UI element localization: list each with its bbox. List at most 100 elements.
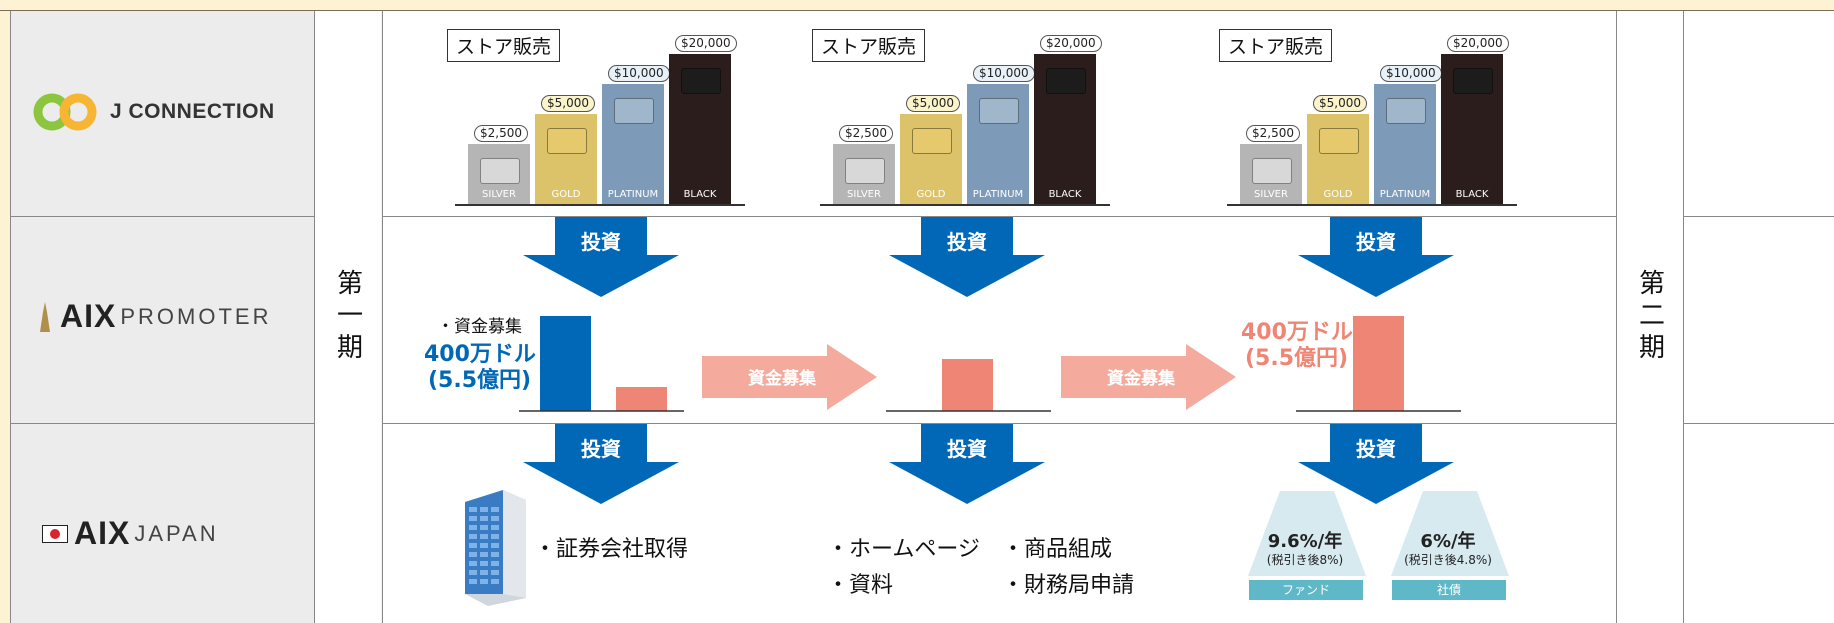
bond-rate: 6%/年 (1420, 531, 1476, 552)
bond-label: 社債 (1392, 580, 1506, 600)
tier-label: BLACK (1048, 189, 1082, 200)
grid-vline (1683, 11, 1684, 623)
promoter-bar-raised (540, 316, 591, 411)
aix-promoter-suffix: PROMOTER (120, 303, 272, 329)
tier-label: PLATINUM (972, 189, 1024, 200)
tier-price: $2,500 (839, 125, 893, 142)
top-border (0, 10, 1834, 11)
store-sales-tag: ストア販売 (812, 29, 926, 62)
fundraise-arrow (1061, 344, 1236, 410)
membership-card-icon (681, 68, 721, 94)
membership-card-icon (979, 98, 1019, 124)
col2-item-materials: ・資料 (827, 573, 894, 598)
tier-label: GOLD (1323, 189, 1353, 200)
tier-label: BLACK (683, 189, 717, 200)
aix-japan-logo: AIX JAPAN (42, 515, 219, 552)
tier-label: BLACK (1455, 189, 1489, 200)
tier-bar: BLACK (1441, 54, 1503, 204)
tier-label: SILVER (1254, 189, 1288, 200)
row-label-promoter (10, 217, 315, 423)
tier-price: $5,000 (1313, 95, 1367, 112)
promoter-bar-mid (942, 359, 993, 411)
membership-card-icon (547, 128, 587, 154)
fund-cone-icon (1248, 491, 1366, 576)
office-building-icon (465, 490, 526, 606)
tier-price: $5,000 (906, 95, 960, 112)
membership-card-icon (1386, 98, 1426, 124)
fund-label: ファンド (1249, 580, 1363, 600)
fundraise-arrow-label: 資金募集 (1107, 368, 1176, 389)
tier-bar: SILVER (1240, 144, 1302, 204)
grid-hline (1683, 423, 1834, 424)
jconnection-logo: J CONNECTION (32, 92, 275, 132)
tier-label: SILVER (847, 189, 881, 200)
col3-yen: (5.5億円) (1245, 346, 1349, 371)
phase-second-label: 第二期 (1634, 269, 1665, 365)
invest-arrow (523, 217, 679, 297)
aix-promoter-logo: AIX PROMOTER (36, 298, 271, 335)
invest-arrow-label: 投資 (947, 230, 987, 254)
tower-icon (40, 301, 50, 332)
tier-bar: SILVER (468, 144, 530, 204)
bond-net: (税引き後4.8%) (1404, 553, 1492, 567)
aix-promoter-brand: AIX (60, 298, 117, 334)
tier-price: $20,000 (675, 35, 737, 52)
invest-arrow-label: 投資 (581, 437, 621, 461)
invest-arrow (523, 424, 679, 504)
invest-arrow (1298, 424, 1454, 504)
aix-japan-brand: AIX (74, 515, 131, 551)
tier-bar: PLATINUM (1374, 84, 1436, 204)
tier-label: GOLD (916, 189, 946, 200)
store-sales-tag: ストア販売 (447, 29, 561, 62)
membership-card-icon (1453, 68, 1493, 94)
tier-label: PLATINUM (607, 189, 659, 200)
phase-second: 第二期 (1617, 11, 1683, 623)
store-baseline (820, 204, 1110, 206)
tier-price: $5,000 (541, 95, 595, 112)
grid-vline (10, 11, 11, 623)
fundraise-arrow (702, 344, 877, 410)
tier-label: SILVER (482, 189, 516, 200)
infinity-logo-icon (33, 93, 97, 131)
membership-card-icon (480, 158, 520, 184)
col1-amount: 400万ドル (424, 342, 536, 367)
grid-vline (1616, 11, 1617, 623)
invest-arrow-label: 投資 (581, 230, 621, 254)
tier-bar: PLATINUM (602, 84, 664, 204)
tier-bar: GOLD (535, 114, 597, 204)
invest-arrow-label: 投資 (1356, 230, 1396, 254)
tier-bar: BLACK (669, 54, 731, 204)
col2-item-finance: ・財務局申請 (1002, 573, 1135, 598)
securities-acquisition: ・証券会社取得 (534, 537, 689, 562)
membership-card-icon (912, 128, 952, 154)
membership-card-icon (1046, 68, 1086, 94)
tier-price: $10,000 (973, 65, 1035, 82)
grid-hline (10, 423, 315, 424)
fundraise-arrow-label: 資金募集 (748, 368, 817, 389)
store-baseline (1227, 204, 1517, 206)
store-baseline (455, 204, 745, 206)
col2-item-homepage: ・ホームページ (827, 537, 980, 562)
store-sales-tag: ストア販売 (1219, 29, 1333, 62)
tier-price: $20,000 (1040, 35, 1102, 52)
tier-label: PLATINUM (1379, 189, 1431, 200)
phase-first: 第一期 (315, 11, 381, 623)
next-column (1684, 11, 1834, 623)
grid-hline (382, 423, 1617, 424)
col3-amount: 400万ドル (1241, 320, 1353, 345)
jconnection-name: J CONNECTION (110, 100, 275, 123)
grid-hline (10, 216, 315, 217)
tier-bar: PLATINUM (967, 84, 1029, 204)
promoter-bar-small (616, 387, 667, 411)
tier-price: $20,000 (1447, 35, 1509, 52)
grid-vline (382, 11, 383, 623)
tier-bar: GOLD (900, 114, 962, 204)
tier-price: $2,500 (474, 125, 528, 142)
col2-item-product: ・商品組成 (1002, 537, 1113, 562)
tier-bar: BLACK (1034, 54, 1096, 204)
fundraise-note: ・資金募集 (437, 317, 522, 337)
membership-card-icon (614, 98, 654, 124)
grid-hline (382, 216, 1617, 217)
membership-card-icon (845, 158, 885, 184)
